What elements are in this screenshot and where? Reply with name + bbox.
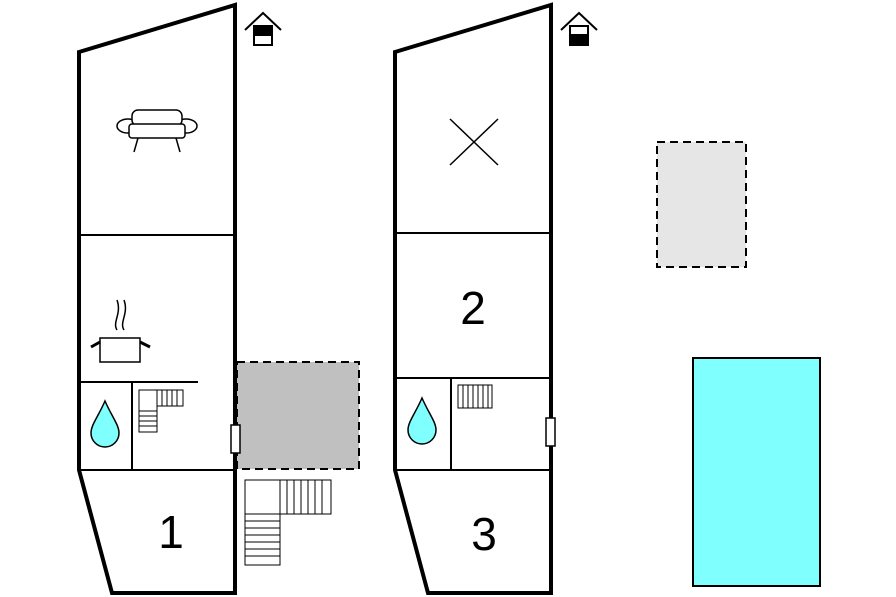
outer-wall: [77, 2, 237, 595]
room-label-3: 3: [471, 508, 497, 560]
door-icon: [230, 424, 241, 454]
cross-mark-icon: [449, 118, 499, 166]
terrace-area: [236, 361, 360, 470]
stairs-icon: [457, 384, 493, 409]
sofa-icon: [116, 109, 198, 153]
cooking-pot-icon: [90, 299, 151, 363]
ground-floor-plan: 1: [77, 2, 360, 595]
upper-floor-plan: 2 3: [393, 2, 598, 595]
water-drop-icon: [407, 396, 437, 445]
stairs-icon: [244, 479, 332, 566]
door-icon: [545, 417, 556, 447]
swimming-pool: [692, 357, 821, 587]
house-ground-floor-icon: [244, 11, 282, 46]
house-upper-floor-icon: [560, 11, 598, 46]
outer-wall: [393, 2, 553, 595]
water-drop-icon: [90, 399, 120, 448]
room-label-2: 2: [460, 282, 486, 334]
stairs-icon: [138, 389, 184, 433]
outdoor-area: [656, 141, 747, 268]
room-label-1: 1: [158, 506, 184, 558]
